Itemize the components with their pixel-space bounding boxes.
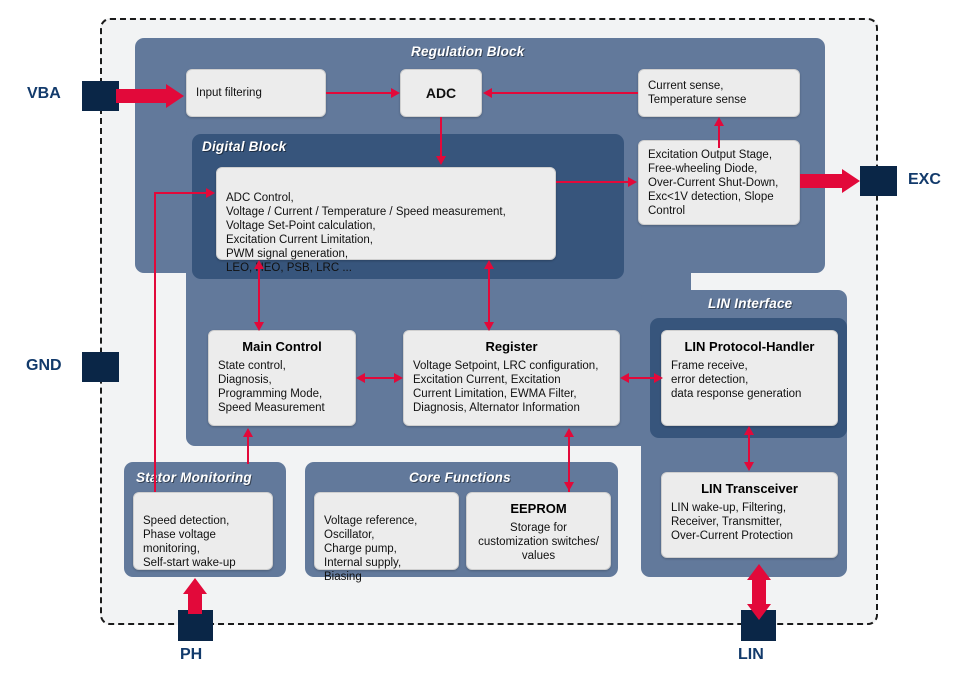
register-box[interactable]: Register Voltage Setpoint, LRC configura… xyxy=(403,330,620,426)
adc-label: ADC xyxy=(425,85,457,101)
eeprom-heading: EEPROM xyxy=(510,501,567,516)
adc-box[interactable]: ADC xyxy=(400,69,482,117)
line-digitalblock-register xyxy=(488,266,490,328)
pad-exc[interactable] xyxy=(860,166,897,196)
line-digitalblock-maincontrol xyxy=(258,266,260,328)
main-control-box[interactable]: Main Control State control, Diagnosis, P… xyxy=(208,330,356,426)
arrowhead-transceiver-down xyxy=(744,462,754,471)
digital-block-title: Digital Block xyxy=(202,139,287,154)
input-filtering-label: Input filtering xyxy=(196,87,262,99)
analog-core-body: Voltage reference, Oscillator, Charge pu… xyxy=(324,515,418,583)
arrowhead-digitalblock-to-excitation xyxy=(628,177,637,187)
arrowhead-eeprom-to-register xyxy=(564,428,574,437)
arrowhead-stator-to-digitalblock xyxy=(206,188,215,198)
arrowhead-sense-to-adc xyxy=(483,88,492,98)
arrow-lin-transceiver-head-down xyxy=(747,604,771,620)
pad-label-ph: PH xyxy=(180,646,203,663)
eeprom-body: Storage for customization switches/ valu… xyxy=(478,522,599,562)
arrow-excitation-to-exc-shaft xyxy=(800,174,844,188)
arrowhead-register-down xyxy=(484,322,494,331)
register-body: Voltage Setpoint, LRC configuration, Exc… xyxy=(413,360,599,414)
excitation-output-stage-label: Excitation Output Stage, Free-wheeling D… xyxy=(648,148,779,217)
arrow-lin-transceiver-head-up xyxy=(747,564,771,580)
line-protocolhandler-transceiver xyxy=(748,432,750,468)
pad-ph[interactable] xyxy=(178,610,213,641)
line-adc-to-digitalblock xyxy=(440,117,442,159)
arrow-excitation-to-exc-head xyxy=(842,169,860,193)
stator-monitoring-title: Stator Monitoring xyxy=(136,470,252,485)
arrowhead-into-eeprom xyxy=(564,482,574,491)
pad-gnd[interactable] xyxy=(82,352,119,382)
current-temperature-sense-label: Current sense, Temperature sense xyxy=(648,80,747,106)
arrow-ph-to-stator-shaft xyxy=(188,592,202,614)
excitation-output-stage-box[interactable]: Excitation Output Stage, Free-wheeling D… xyxy=(638,140,800,225)
register-heading: Register xyxy=(485,339,538,354)
line-register-protocolhandler xyxy=(626,377,657,379)
line-maincontrol-register xyxy=(362,377,397,379)
pad-label-exc: EXC xyxy=(908,171,941,188)
main-control-body: State control, Diagnosis, Programming Mo… xyxy=(218,360,325,414)
analog-core-box[interactable]: Voltage reference, Oscillator, Charge pu… xyxy=(314,492,459,583)
regulation-block-title: Regulation Block xyxy=(411,44,525,59)
arrowhead-maincontrol-register-right xyxy=(394,373,403,383)
pad-vba[interactable] xyxy=(82,81,119,111)
input-filtering-box[interactable]: Input filtering xyxy=(186,69,326,117)
core-functions-title: Core Functions xyxy=(409,470,511,485)
eeprom-box[interactable]: EEPROM Storage for customization switche… xyxy=(466,492,611,570)
main-control-heading: Main Control xyxy=(242,339,322,354)
arrowhead-inputfiltering-to-adc xyxy=(391,88,400,98)
arrowhead-maincontrol-down xyxy=(254,322,264,331)
arrow-vba-to-input-filtering-head xyxy=(166,84,184,108)
lin-protocol-handler-box[interactable]: LIN Protocol-Handler Frame receive, erro… xyxy=(661,330,838,426)
pad-label-gnd: GND xyxy=(26,357,62,374)
lin-transceiver-body: LIN wake-up, Filtering, Receiver, Transm… xyxy=(671,502,794,542)
arrowhead-maincontrol-up xyxy=(254,260,264,269)
line-stator-to-digitalblock-vertical xyxy=(154,192,156,492)
lin-transceiver-box[interactable]: LIN Transceiver LIN wake-up, Filtering, … xyxy=(661,472,838,558)
lin-protocol-handler-heading: LIN Protocol-Handler xyxy=(684,339,815,354)
lin-transceiver-heading: LIN Transceiver xyxy=(701,481,798,496)
stator-monitoring-box[interactable]: Speed detection, Phase voltage monitorin… xyxy=(133,492,273,570)
line-excitation-to-sense xyxy=(718,124,720,148)
current-temperature-sense-box[interactable]: Current sense, Temperature sense xyxy=(638,69,800,117)
line-stator-to-digitalblock-horizontal xyxy=(154,192,209,194)
line-digitalblock-to-excitation xyxy=(556,181,630,183)
pad-label-vba: VBA xyxy=(27,85,61,102)
line-stator-to-maincontrol xyxy=(247,434,249,464)
arrowhead-excitation-to-sense xyxy=(714,117,724,126)
line-into-eeprom xyxy=(568,434,570,484)
line-sense-to-adc xyxy=(490,92,638,94)
arrowhead-register-up xyxy=(484,260,494,269)
arrow-vba-to-input-filtering-shaft xyxy=(116,89,168,103)
arrowhead-protocolhandler-up xyxy=(744,426,754,435)
digital-block-body-text: ADC Control, Voltage / Current / Tempera… xyxy=(226,192,506,274)
arrow-lin-transceiver-shaft xyxy=(752,578,766,608)
lin-protocol-handler-body: Frame receive, error detection, data res… xyxy=(671,360,802,400)
arrowhead-stator-to-maincontrol xyxy=(243,428,253,437)
arrowhead-adc-to-digitalblock xyxy=(436,156,446,165)
arrow-ph-to-stator-head xyxy=(183,578,207,594)
pad-label-lin: LIN xyxy=(738,646,764,663)
digital-block-body-box[interactable]: ADC Control, Voltage / Current / Tempera… xyxy=(216,167,556,274)
lin-interface-title: LIN Interface xyxy=(708,296,793,311)
line-inputfiltering-to-adc xyxy=(326,92,393,94)
arrowhead-maincontrol-register-left xyxy=(356,373,365,383)
arrowhead-register-protocolhandler-right xyxy=(654,373,663,383)
arrowhead-register-protocolhandler-left xyxy=(620,373,629,383)
stator-monitoring-body: Speed detection, Phase voltage monitorin… xyxy=(143,515,236,569)
